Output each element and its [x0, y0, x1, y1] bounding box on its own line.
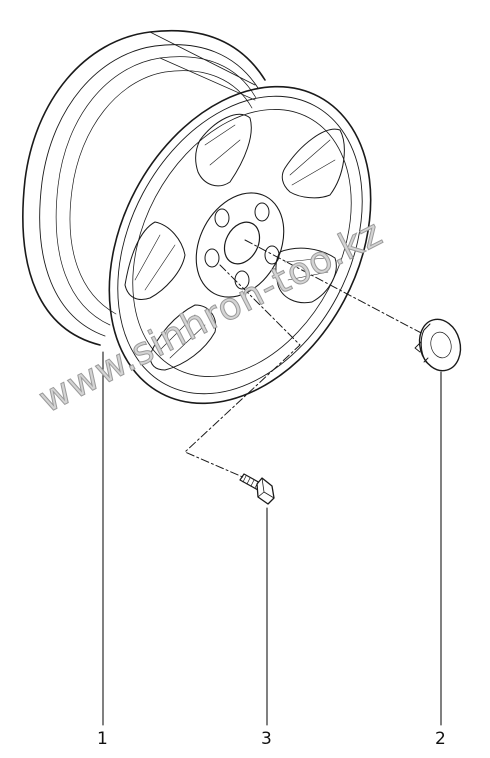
spoke-window-left — [124, 221, 186, 300]
rim-back-edge-inner — [39, 44, 259, 337]
rim-front-lip — [117, 95, 363, 395]
hub-boss — [195, 192, 285, 298]
spoke-window-top — [195, 113, 252, 187]
callout-number-3: 3 — [261, 729, 272, 749]
bolt-head-facets — [257, 477, 275, 499]
bolt-axis-line — [184, 264, 301, 479]
rim-front-inner — [132, 109, 352, 377]
spoke-details — [134, 124, 336, 359]
cap-axis-line — [244, 239, 426, 336]
center-cap-emblem — [430, 331, 452, 359]
center-cap-face — [418, 318, 462, 372]
bolt-head — [256, 477, 275, 505]
center-cap-rim — [420, 323, 433, 368]
rim-back-edge — [22, 29, 266, 346]
spoke-window-right — [281, 128, 345, 199]
bolt-hole-1 — [214, 208, 230, 228]
rim-front-outer — [108, 85, 372, 405]
assembly-lines — [184, 239, 426, 479]
bolt-hole-5 — [204, 248, 220, 268]
rim-barrel-line-b — [69, 70, 253, 315]
spoke-window-bottom — [149, 304, 217, 371]
wheel-rim-drawing — [22, 29, 372, 405]
bolt-hole-2 — [254, 202, 270, 222]
spoke-window-lower-right — [275, 247, 337, 304]
wheel-bolt-drawing — [239, 473, 275, 505]
callout-number-2: 2 — [435, 729, 446, 749]
center-cap-clips — [414, 341, 429, 363]
center-cap-drawing — [414, 318, 462, 372]
leader-lines — [102, 351, 442, 726]
callout-number-1: 1 — [97, 729, 108, 749]
rim-barrel-line-a — [55, 56, 257, 326]
bolt-hole-3 — [264, 245, 280, 265]
bolt-thread — [242, 475, 259, 489]
hub-center-bore — [223, 221, 261, 265]
